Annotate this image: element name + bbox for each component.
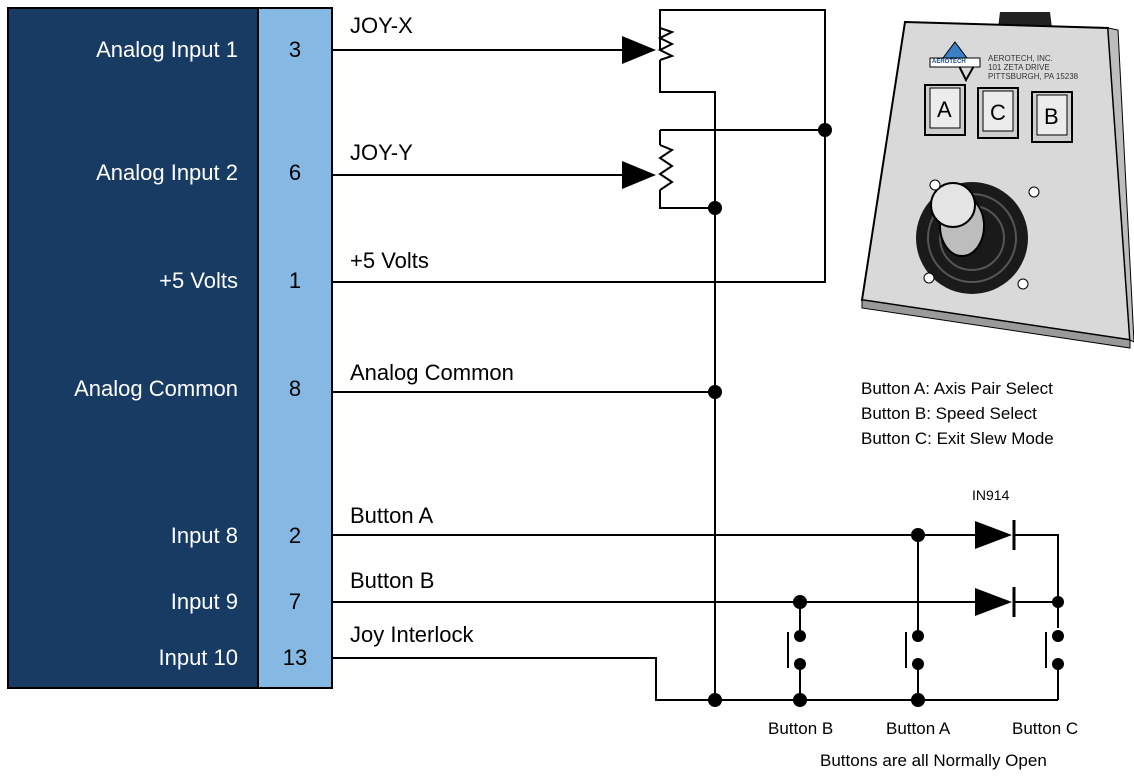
legend-line: Button A: Axis Pair Select — [861, 379, 1053, 398]
switch-label: Button A — [886, 719, 951, 738]
input-name: Input 9 — [170, 589, 238, 614]
input-name: Analog Input 2 — [96, 160, 238, 185]
switch-label: Button C — [1012, 719, 1079, 738]
wiper-arrow-y — [622, 161, 656, 189]
controller-panel — [7, 7, 261, 689]
footnote: Buttons are all Normally Open — [820, 751, 1047, 770]
junction-dots — [708, 123, 1064, 707]
potentiometer-y — [658, 130, 675, 191]
address-line: AEROTECH, INC. — [988, 54, 1053, 63]
input-name: Input 8 — [170, 523, 238, 548]
signal-label: JOY-X — [350, 13, 413, 38]
address-line: PITTSBURGH, PA 15238 — [988, 72, 1079, 81]
pin-number: 1 — [288, 268, 302, 293]
brand-logo-text: AEROTECH — [932, 59, 966, 65]
signal-label: JOY-Y — [350, 140, 413, 165]
pin-number: 2 — [288, 523, 302, 548]
signal-label: Analog Common — [350, 360, 514, 385]
pin-number: 3 — [288, 37, 302, 62]
legend-line: Button C: Exit Slew Mode — [861, 429, 1054, 448]
wiper-arrow-x — [622, 36, 656, 64]
input-name: +5 Volts — [159, 268, 238, 293]
diode-label: IN914 — [972, 487, 1010, 503]
switch-label: Button B — [768, 719, 834, 738]
signal-label: Button B — [350, 568, 435, 593]
signal-label: Joy Interlock — [350, 622, 474, 647]
key-c-label: C — [990, 100, 1006, 125]
key-b-label: B — [1044, 104, 1059, 129]
input-name: Input 10 — [158, 645, 238, 670]
potentiometer-x — [657, 10, 675, 61]
pin-number: 8 — [288, 376, 302, 401]
signal-label: Button A — [350, 503, 434, 528]
legend-line: Button B: Speed Select — [861, 404, 1037, 423]
joystick-box — [860, 12, 1134, 349]
signal-label: +5 Volts — [350, 248, 429, 273]
address-line: 101 ZETA DRIVE — [988, 63, 1050, 72]
key-a-label: A — [937, 97, 952, 122]
diode-b — [975, 587, 1016, 617]
pin-strip — [257, 7, 333, 689]
pin-number: 6 — [288, 160, 302, 185]
input-name: Analog Common — [74, 376, 238, 401]
diode-a — [975, 520, 1016, 550]
input-name: Analog Input 1 — [96, 37, 238, 62]
pin-number: 7 — [288, 589, 302, 614]
pin-number: 13 — [282, 645, 308, 670]
